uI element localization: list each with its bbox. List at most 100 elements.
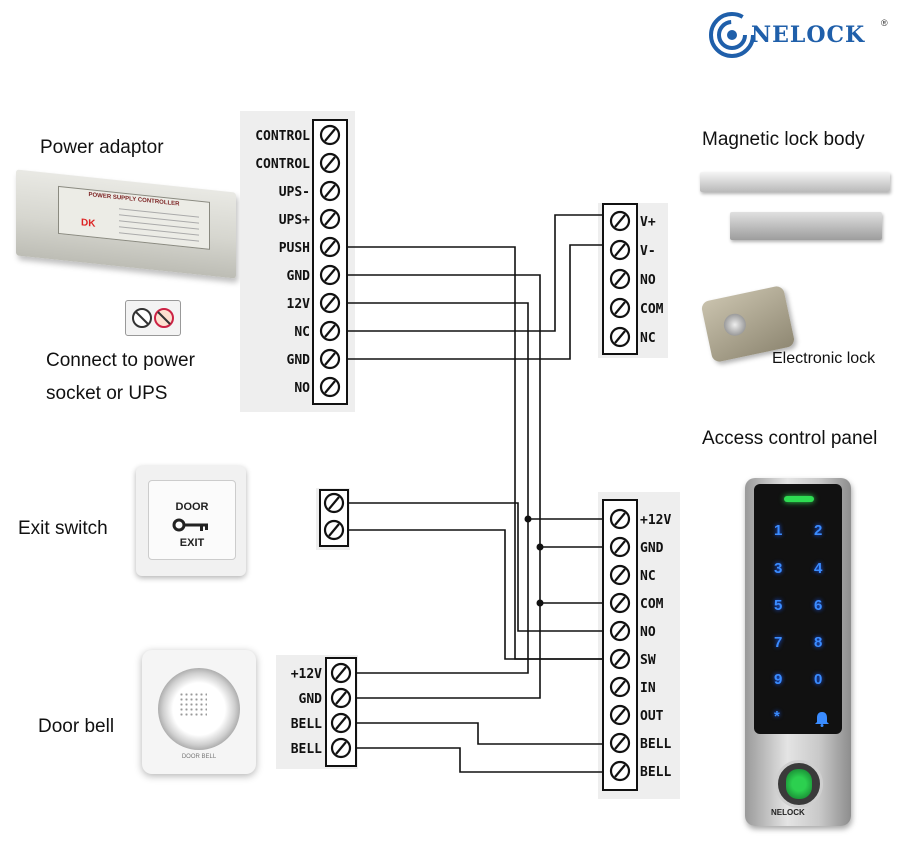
terminal-label: GND: [287, 353, 311, 368]
terminal-screw-icon: [330, 712, 352, 734]
terminal-label: GND: [299, 692, 323, 707]
keypad-key-4: 4: [814, 560, 823, 577]
terminal-label: GND: [640, 541, 664, 556]
terminal-label: NC: [640, 569, 656, 584]
magnetic-lock-label: Magnetic lock body: [702, 129, 865, 150]
power-adaptor-label: Power adaptor: [40, 137, 164, 158]
exit-switch-device: DOOR EXIT: [136, 466, 246, 576]
door-bell-speaker-grill: [179, 692, 207, 718]
terminal-label: BELL: [640, 737, 671, 752]
wire: [347, 302, 603, 520]
bell-icon: [815, 712, 829, 727]
terminal-screw-icon: [330, 662, 352, 684]
terminal-label: PUSH: [279, 241, 310, 256]
wire-junction: [536, 599, 544, 607]
terminal-label: BELL: [291, 717, 322, 732]
fingerprint-sensor: [775, 760, 823, 808]
terminal-screw-icon: [609, 564, 631, 586]
terminal-label: OUT: [640, 709, 664, 724]
terminal-label: COM: [640, 302, 664, 317]
terminal-screw-icon: [609, 326, 631, 348]
access-control-panel-label: Access control panel: [702, 428, 878, 449]
terminal-screw-icon: [319, 376, 341, 398]
wire: [347, 244, 603, 360]
terminal-screw-icon: [609, 536, 631, 558]
terminal-label: NC: [294, 325, 310, 340]
wire: [347, 214, 603, 332]
terminal-screw-icon: [609, 676, 631, 698]
terminal-label: BELL: [291, 742, 322, 757]
terminal-label: V+: [640, 215, 656, 230]
terminal-label: 12V: [287, 297, 311, 312]
terminal-label: UPS-: [279, 185, 310, 200]
terminal-screw-icon: [319, 292, 341, 314]
terminal-screw-icon: [609, 210, 631, 232]
logo-swirl-icon: [709, 12, 755, 58]
terminal-screw-icon: [609, 592, 631, 614]
keypad-key-1: 1: [774, 522, 783, 539]
connect-power-label-line1: Connect to power: [46, 350, 195, 371]
terminal-screw-icon: [609, 239, 631, 261]
wire-junction: [524, 515, 532, 523]
terminal-label: +12V: [640, 513, 671, 528]
power-adaptor-device: POWER SUPPLY CONTROLLER DK: [16, 169, 236, 279]
keypad-key-star: *: [774, 708, 780, 725]
exit-switch-text-exit: EXIT: [179, 537, 205, 549]
terminal-screw-icon: [330, 737, 352, 759]
exit-switch-text-door: DOOR: [175, 501, 209, 513]
key-icon: [172, 518, 208, 532]
terminal-label: V-: [640, 244, 656, 259]
terminal-screw-icon: [609, 508, 631, 530]
status-led: [784, 496, 814, 502]
power-adaptor-logo: DK: [81, 217, 96, 230]
power-socket-icon: [125, 300, 181, 336]
terminal-label: GND: [287, 269, 311, 284]
terminal-screw-icon: [319, 264, 341, 286]
wire-junction: [536, 543, 544, 551]
terminal-screw-icon: [319, 208, 341, 230]
terminal-screw-icon: [609, 704, 631, 726]
terminal-screw-icon: [609, 648, 631, 670]
magnetic-lock-armature-icon: [730, 212, 882, 240]
terminal-label: NO: [640, 273, 656, 288]
keypad-key-9: 9: [774, 671, 783, 688]
terminal-block-bell: +12V GND BELL BELL: [276, 655, 358, 769]
brand-logo: NELOCK ®: [707, 10, 892, 60]
terminal-screw-icon: [319, 124, 341, 146]
wire: [356, 519, 529, 674]
terminal-label: CONTROL: [255, 157, 310, 172]
keypad-key-7: 7: [774, 634, 783, 651]
door-bell-label: Door bell: [38, 716, 115, 737]
terminal-screw-icon: [319, 236, 341, 258]
logo-registered: ®: [881, 18, 888, 28]
keypad-key-0: 0: [814, 671, 823, 688]
exit-switch-label: Exit switch: [18, 518, 108, 539]
terminal-label: BELL: [640, 765, 671, 780]
magnetic-lock-body-icon: [700, 172, 890, 192]
terminal-label: COM: [640, 597, 664, 612]
terminal-label: UPS+: [279, 213, 310, 228]
terminal-screw-icon: [609, 268, 631, 290]
keypad-key-8: 8: [814, 634, 823, 651]
wire: [347, 246, 603, 660]
electronic-lock-label: Electronic lock: [772, 350, 876, 367]
terminal-label: +12V: [291, 667, 322, 682]
terminal-label: NO: [294, 381, 310, 396]
keypad-screen: 1 2 3 4 5 6 7 8 9 0 *: [754, 484, 842, 734]
panel-brand-text: NELOCK: [771, 808, 805, 817]
terminal-screw-icon: [609, 297, 631, 319]
terminal-label: CONTROL: [255, 129, 310, 144]
wire: [347, 274, 603, 548]
terminal-block-exit-switch: [316, 488, 350, 550]
terminal-screw-icon: [319, 348, 341, 370]
keypad-key-5: 5: [774, 597, 783, 614]
power-adaptor-spec-lines: [119, 205, 199, 243]
terminal-screw-icon: [609, 732, 631, 754]
wire: [348, 502, 603, 632]
logo-text: NELOCK: [751, 22, 866, 48]
door-bell-caption: DOOR BELL: [181, 754, 217, 760]
wire: [348, 529, 603, 660]
keypad-key-2: 2: [814, 522, 823, 539]
